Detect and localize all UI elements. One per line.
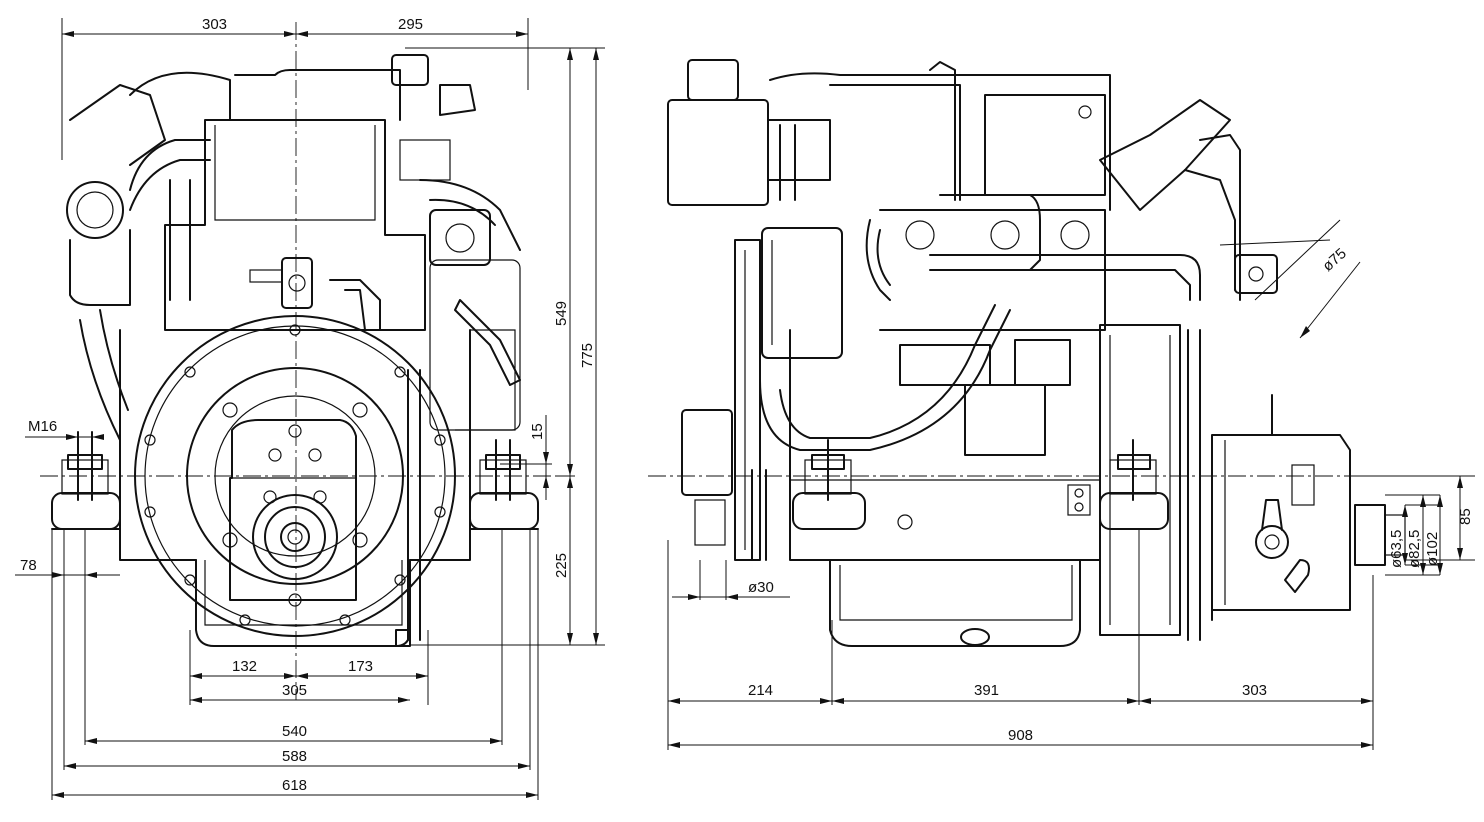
side-flywheel-housing (1099, 324, 1201, 641)
dim-label-540: 540 (282, 723, 307, 740)
side-gearbox (1211, 394, 1406, 621)
dim-label-dia-75: ø75 (1319, 245, 1350, 275)
dim-label-dia-63-5: ø63,5 (1388, 530, 1405, 568)
dim-label-303-side: 303 (1242, 682, 1267, 699)
dim-label-214: 214 (748, 682, 773, 699)
dim-label-775: 775 (579, 343, 596, 368)
right-engine-mount (469, 439, 539, 530)
side-front-mount (792, 439, 866, 530)
dim-label-908: 908 (1008, 727, 1033, 744)
dim-label-dia-30: ø30 (748, 579, 774, 596)
side-front-pulleys (681, 227, 843, 561)
dim-label-225: 225 (553, 553, 570, 578)
dim-label-303: 303 (202, 16, 227, 33)
flywheel-housing (134, 315, 456, 647)
front-upper-assembly (66, 54, 521, 386)
dim-label-dia-82-5: ø82,5 (1406, 530, 1423, 568)
side-engine-block (789, 209, 1106, 561)
left-engine-mount (51, 431, 121, 530)
front-view: 303 295 549 775 225 15 (15, 16, 605, 800)
dim-label-85: 85 (1457, 508, 1474, 525)
dim-label-391: 391 (974, 682, 999, 699)
side-upper-assembly (667, 59, 1278, 451)
dim-label-78: 78 (20, 557, 37, 574)
dim-label-173: 173 (348, 658, 373, 675)
dim-label-15: 15 (529, 423, 546, 440)
dim-label-549: 549 (553, 301, 570, 326)
dim-label-132: 132 (232, 658, 257, 675)
front-dimensions: 303 295 549 775 225 15 (15, 16, 605, 800)
dim-label-295: 295 (398, 16, 423, 33)
dim-label-dia-102: ø102 (1424, 532, 1441, 566)
dim-label-m16: M16 (28, 418, 57, 435)
side-oil-sump (829, 559, 1081, 647)
side-view: ø75 ø30 85 (648, 59, 1475, 750)
dim-label-305: 305 (282, 682, 307, 699)
dim-label-588: 588 (282, 748, 307, 765)
front-oil-sump (195, 559, 411, 647)
dim-label-618: 618 (282, 777, 307, 794)
